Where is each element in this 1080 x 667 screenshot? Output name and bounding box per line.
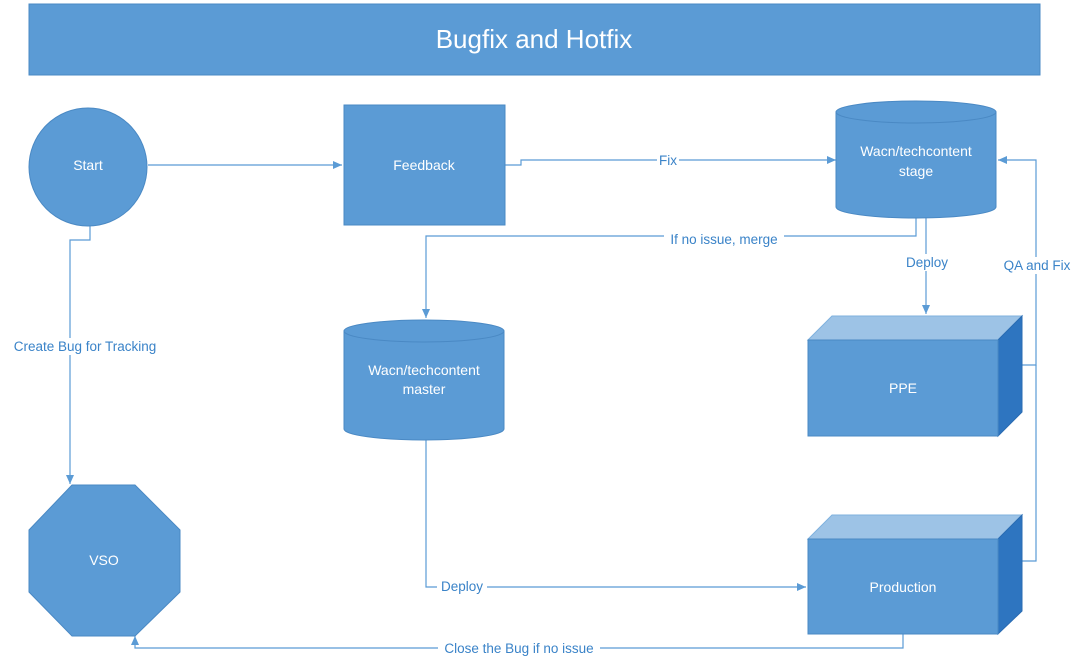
vso-label: VSO [89,552,119,568]
production-label: Production [870,579,937,595]
stage-database[interactable]: Wacn/techcontent stage [835,100,997,219]
edge-label-deploy-ppe: Deploy [902,254,952,271]
master-label-line1: Wacn/techcontent [368,362,480,378]
edge-label-close-bug: Close the Bug if no issue [438,640,600,657]
start-label: Start [73,157,103,173]
start-node[interactable]: Start [28,107,148,227]
ppe-node[interactable]: PPE [806,314,1024,438]
production-node[interactable]: Production [806,513,1024,636]
master-database[interactable]: Wacn/techcontent master [343,319,505,441]
fix-label: Fix [659,153,677,168]
ppe-label: PPE [889,380,917,396]
connector-start-vso [66,226,91,484]
edge-label-deploy-prod: Deploy [437,578,487,595]
feedback-label: Feedback [393,157,455,173]
edge-label-create-bug: Create Bug for Tracking [8,338,164,355]
feedback-node[interactable]: Feedback [343,104,506,226]
close-bug-label: Close the Bug if no issue [444,641,593,656]
stage-label-line1: Wacn/techcontent [860,143,972,159]
merge-label: If no issue, merge [670,232,777,247]
title-banner: Bugfix and Hotfix [28,3,1041,76]
deploy-prod-label: Deploy [441,579,483,594]
edge-label-merge: If no issue, merge [664,230,784,247]
edge-label-qa-fix: QA and Fix [1001,257,1073,274]
deploy-ppe-label: Deploy [906,255,948,270]
qa-fix-label: QA and Fix [1004,258,1071,273]
connector-master-production [425,440,806,591]
create-bug-label: Create Bug for Tracking [14,339,157,354]
edge-label-fix: Fix [657,151,679,168]
vso-node[interactable]: VSO [28,484,181,637]
diagram-title: Bugfix and Hotfix [436,24,633,54]
stage-label-line2: stage [899,163,933,179]
connector-production-stage [1022,365,1037,562]
master-label-line2: master [403,381,446,397]
